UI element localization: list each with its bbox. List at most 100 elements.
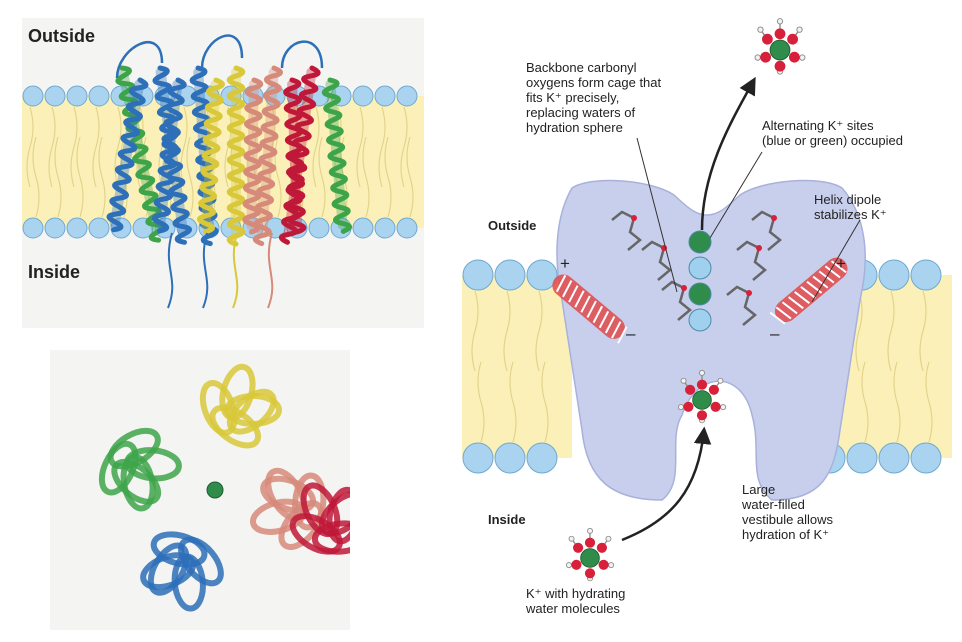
oxygen-atom: [774, 28, 786, 40]
channel-protein: [556, 179, 866, 501]
helix-coil: [226, 388, 277, 435]
transmembrane-helix: [321, 77, 353, 234]
lipid-core: [462, 275, 572, 458]
helix-stripe: [598, 310, 610, 329]
lipid-head: [910, 442, 942, 474]
oxygen-atom: [598, 559, 609, 570]
lipid-head: [462, 259, 494, 291]
hydrated-ion-callout: K⁺ with hydrating water molecules: [526, 586, 626, 616]
backbone-carbonyl-callout: Backbone carbonyl oxygens form cage that…: [526, 60, 662, 135]
helix-stripe: [806, 280, 823, 294]
lipid-tail: [274, 136, 282, 218]
transmembrane-helix: [242, 77, 264, 235]
helix-coil: [289, 513, 343, 555]
helix-coil: [326, 486, 350, 545]
hydrogen-atom: [754, 54, 761, 61]
lipid-head: [878, 259, 910, 291]
backbone-leader-line: [636, 137, 678, 293]
carbonyl-oxygen: [771, 215, 777, 221]
helix-coil: [278, 500, 325, 550]
helix-stripe: [586, 300, 597, 318]
potassium-ion: [769, 39, 791, 61]
lipid-head: [526, 442, 558, 474]
lipid-tail: [477, 361, 485, 443]
lipid-tail: [893, 361, 901, 443]
helix-body: [774, 257, 848, 323]
ion-site: [688, 308, 712, 332]
helix-stripe: [568, 285, 579, 303]
lipid-tail: [861, 361, 869, 443]
exit-arrow: [700, 76, 756, 231]
lipid-tail: [471, 290, 479, 372]
carbonyl-oxygen: [631, 215, 637, 221]
lipid-tail: [54, 136, 62, 218]
ion-site: [688, 230, 712, 254]
inside-label: Inside: [28, 262, 81, 282]
surface-loop: [280, 40, 324, 69]
lipid-tail: [186, 136, 194, 218]
alternating-sites-callout: Alternating K⁺ sites (blue or green) occ…: [762, 118, 903, 148]
hydrogen-atom: [587, 527, 593, 534]
lipid-tail: [70, 106, 78, 188]
residue-stick: [611, 210, 642, 251]
lipid-tail: [114, 106, 122, 188]
helix-coil: [111, 458, 162, 505]
lipid-tail: [541, 361, 549, 443]
helix-ribbon: [226, 65, 246, 247]
lipid-tail: [92, 106, 100, 188]
helix-stripe: [781, 301, 798, 315]
hydrogen-atom: [677, 404, 684, 411]
transmembrane-helix: [278, 65, 321, 245]
helix-stripe: [775, 306, 792, 320]
oxygen-atom: [596, 542, 607, 553]
helix-ribbon: [115, 65, 166, 243]
lipid-head: [494, 442, 526, 474]
residue-stick: [641, 240, 672, 281]
helix-stripe: [604, 316, 616, 334]
helix-stripe: [574, 290, 585, 308]
lipid-tail: [312, 106, 320, 188]
lipid-tail: [224, 106, 232, 188]
lipid-tail: [378, 106, 386, 188]
channel-subunit: [98, 427, 182, 512]
helix-stripe: [580, 295, 591, 313]
lipid-tail: [356, 106, 364, 188]
tetramer-top-view-illustration: [98, 363, 350, 612]
lipid-tail: [26, 106, 34, 188]
ion-site: [688, 256, 712, 280]
left-pore-helix: [552, 274, 628, 344]
lipid-head: [846, 442, 878, 474]
hydrogen-atom: [720, 404, 727, 411]
helix-ribbon: [151, 77, 187, 234]
carbonyl-oxygen: [746, 290, 752, 296]
oxygen-atom: [787, 33, 798, 45]
helix-ribbon: [283, 77, 307, 235]
right-helix-plus-sign: +: [836, 254, 846, 273]
residue-stick: [736, 240, 767, 281]
lipid-tail: [76, 136, 84, 218]
lipid-tail: [503, 290, 511, 372]
central-potassium-ion: [206, 481, 224, 499]
lipid-head: [374, 85, 396, 107]
oxygen-atom: [710, 401, 721, 412]
hydrogen-atom: [568, 535, 575, 542]
membrane-bilayer: [22, 85, 424, 239]
hydrogen-atom: [796, 26, 803, 33]
oxygen-atom: [762, 33, 773, 45]
transmembrane-helix: [226, 65, 246, 247]
left-membrane: [462, 259, 572, 474]
lipid-tail: [855, 290, 863, 372]
channel-subunit: [199, 363, 282, 449]
oxygen-atom: [685, 384, 696, 395]
helix-stripe: [800, 286, 817, 299]
helix-ribbon: [278, 65, 321, 245]
channel-subunit: [249, 467, 327, 550]
oxygen-atom: [760, 51, 771, 63]
lipid-head: [374, 217, 396, 239]
oxygen-atom: [696, 410, 708, 421]
helix-stripe: [555, 274, 567, 293]
helix-ribbon: [106, 77, 149, 233]
top-view-panel: [50, 350, 350, 630]
oxygen-atom: [708, 384, 719, 395]
lipid-head: [462, 442, 494, 474]
